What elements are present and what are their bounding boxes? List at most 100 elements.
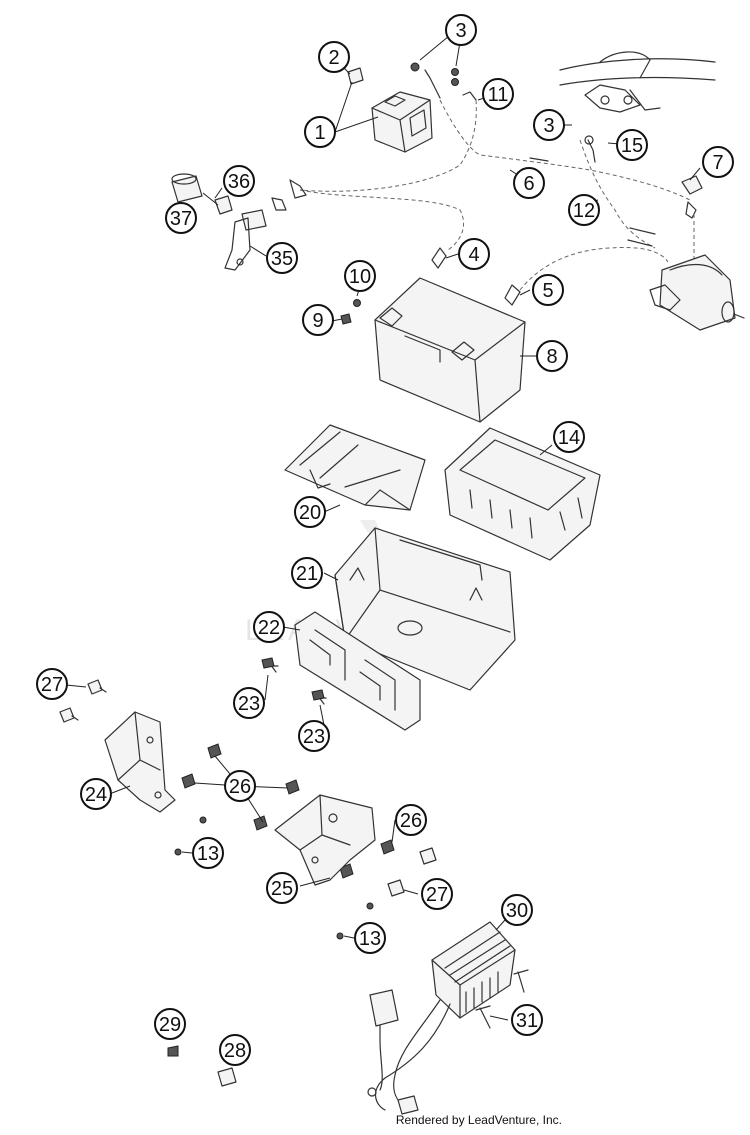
- callout-circle: [501, 894, 533, 926]
- callout-circle: [233, 687, 265, 719]
- callout-number: 35: [271, 248, 293, 270]
- callout-6: 6: [513, 167, 545, 199]
- callout-number: 27: [41, 674, 63, 696]
- callout-number: 1: [314, 122, 325, 144]
- callout-number: 13: [197, 843, 219, 865]
- callout-number: 20: [299, 502, 321, 524]
- callout-circle: [458, 238, 490, 270]
- callout-number: 23: [238, 693, 260, 715]
- callout-number: 36: [228, 171, 250, 193]
- callout-number: 31: [516, 1010, 538, 1032]
- callout-8: 8: [536, 340, 568, 372]
- callout-circle: [36, 668, 68, 700]
- callout-circle: [266, 872, 298, 904]
- battery-box-drawing: [334, 527, 516, 691]
- callout-circle: [192, 837, 224, 869]
- callout-layer: 1233456789101112131314152021222323242526…: [36, 14, 734, 1066]
- callout-number: 29: [159, 1014, 181, 1036]
- callout-5: 5: [532, 274, 564, 306]
- leader-lines: [65, 35, 701, 1021]
- callout-23: 23: [298, 720, 330, 752]
- callout-12: 12: [568, 194, 600, 226]
- screw-drawings: [174, 816, 437, 940]
- fuse-drawing: [347, 67, 364, 85]
- callout-9: 9: [302, 304, 334, 336]
- callout-number: 8: [546, 346, 557, 368]
- callout-3: 3: [533, 109, 565, 141]
- callout-35: 35: [266, 242, 298, 274]
- callout-13: 13: [192, 837, 224, 869]
- callout-number: 30: [506, 900, 528, 922]
- callout-37: 37: [165, 202, 197, 234]
- bracket-24-drawing: [104, 711, 176, 813]
- cable-drawings: [271, 99, 697, 306]
- callout-circle: [298, 720, 330, 752]
- battery-cover-drawing: [284, 424, 426, 511]
- callout-number: 23: [303, 726, 325, 748]
- callout-circle: [616, 129, 648, 161]
- callout-29: 29: [154, 1008, 186, 1040]
- bolt-27-drawings-left: [59, 679, 107, 723]
- bracket-25-drawing: [274, 794, 376, 886]
- callout-number: 3: [543, 115, 554, 137]
- callout-circle: [553, 421, 585, 453]
- callout-circle: [304, 116, 336, 148]
- callout-number: 2: [328, 47, 339, 69]
- callout-number: 13: [359, 928, 381, 950]
- callout-number: 26: [229, 776, 251, 798]
- footer-credit: Rendered by LeadVenture, Inc.: [395, 1113, 562, 1127]
- callout-circle: [482, 78, 514, 110]
- battery-drawing: [374, 277, 526, 423]
- battery-tray-drawing: [444, 427, 601, 561]
- starter-relay-drawing: [347, 67, 433, 153]
- bolt-23-drawings: [261, 657, 327, 705]
- callout-circle: [80, 778, 112, 810]
- callout-number: 21: [296, 563, 318, 585]
- callout-circle: [223, 165, 255, 197]
- callout-20: 20: [294, 496, 326, 528]
- callout-circle: [421, 878, 453, 910]
- callout-number: 15: [621, 135, 643, 157]
- callout-circle: [702, 146, 734, 178]
- callout-number: 7: [712, 152, 723, 174]
- callout-3: 3: [445, 14, 477, 46]
- callout-circle: [568, 194, 600, 226]
- callout-number: 9: [312, 310, 323, 332]
- callout-number: 12: [573, 200, 595, 222]
- callout-10: 10: [344, 260, 376, 292]
- callout-circle: [536, 340, 568, 372]
- starter-motor-drawing: [649, 175, 745, 331]
- callout-14: 14: [553, 421, 585, 453]
- small-clip-drawings: [167, 1045, 237, 1087]
- bolt-drawings-top: [410, 62, 477, 101]
- callout-circle: [445, 14, 477, 46]
- callout-15: 15: [616, 129, 648, 161]
- callout-circle: [395, 804, 427, 836]
- callout-28: 28: [219, 1034, 251, 1066]
- callout-circle: [219, 1034, 251, 1066]
- callout-number: 6: [523, 173, 534, 195]
- callout-30: 30: [501, 894, 533, 926]
- callout-number: 27: [426, 884, 448, 906]
- callout-number: 25: [271, 878, 293, 900]
- callout-circle: [533, 109, 565, 141]
- callout-number: 28: [224, 1040, 246, 1062]
- callout-23: 23: [233, 687, 265, 719]
- callout-36: 36: [223, 165, 255, 197]
- callout-number: 11: [488, 84, 509, 106]
- callout-circle: [532, 274, 564, 306]
- callout-number: 3: [455, 20, 466, 42]
- callout-circle: [344, 260, 376, 292]
- frame-bracket-drawing: [559, 51, 716, 113]
- callout-circle: [266, 242, 298, 274]
- callout-1: 1: [304, 116, 336, 148]
- callout-26: 26: [395, 804, 427, 836]
- callout-circle: [294, 496, 326, 528]
- callout-number: 5: [542, 280, 553, 302]
- battery-bolt-drawing: [340, 299, 361, 325]
- callout-circle: [154, 1008, 186, 1040]
- power-socket-drawing: [171, 173, 267, 271]
- callout-number: 24: [85, 784, 107, 806]
- callout-11: 11: [482, 78, 514, 110]
